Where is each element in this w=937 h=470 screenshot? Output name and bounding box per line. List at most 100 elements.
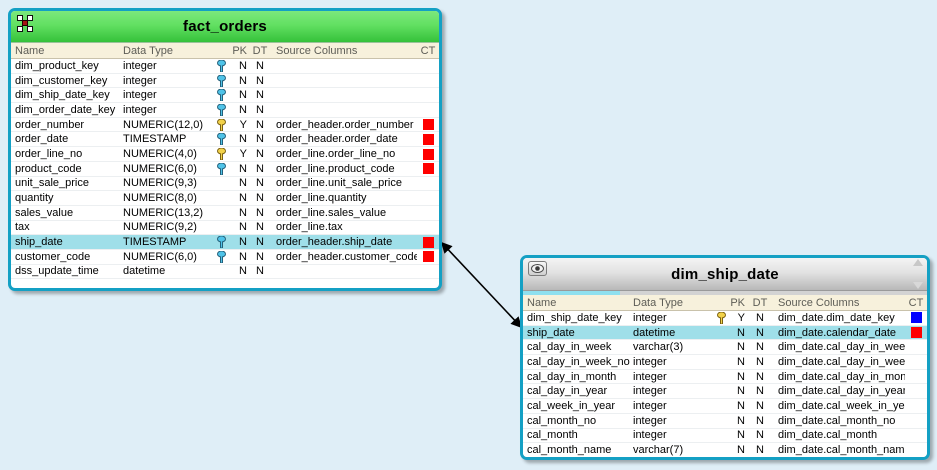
column-source: order_header.order_number [276,118,414,131]
column-name: dim_product_key [15,59,99,72]
column-dt: N [756,385,764,398]
column-data-type: datetime [633,326,676,339]
column-ct [417,133,439,145]
column-ct [417,236,439,248]
column-header-row: Name Data Type PK DT Source Columns CT [11,43,439,59]
column-source: dim_date.cal_month [778,429,878,442]
column-dt: N [256,192,264,205]
column-name: tax [15,221,30,234]
column-dt: N [756,429,764,442]
column-data-type: integer [633,429,667,442]
column-ct [417,163,439,175]
entity-dim-ship-date[interactable]: dim_ship_date Name Data Type PK DT Sourc… [520,255,930,460]
column-name: cal_day_in_month [527,370,617,383]
column-ct [417,251,439,263]
column-dt: N [256,133,264,146]
column-pk: N [239,206,247,219]
column-source: dim_date.dim_date_key [778,311,895,324]
header-ct: CT [908,296,924,309]
column-data-type: NUMERIC(9,2) [123,221,197,234]
foreign-key-icon [217,162,226,175]
column-pk: N [215,133,249,146]
column-pk: N [215,250,249,263]
ct-color-swatch [422,119,434,131]
column-source: dim_date.cal_day_in_week [778,341,905,354]
foreign-key-icon [217,89,226,102]
column-name: cal_week_in_year [527,399,616,412]
scroll-down-arrow[interactable] [913,282,923,289]
column-pk: Y [215,118,249,131]
column-source: dim_date.cal_month_name [778,444,905,457]
column-source: dim_date.cal_day_in_week_no [778,355,905,368]
column-data-type: integer [123,74,157,87]
column-name: cal_day_in_week_no [527,355,630,368]
column-data-type: integer [633,399,667,412]
column-name: dim_ship_date_key [15,89,110,102]
column-name: order_line_no [15,147,83,160]
column-header-row: Name Data Type PK DT Source Columns CT [523,295,927,311]
column-data-type: NUMERIC(9,3) [123,177,197,190]
column-pk: N [239,265,247,278]
column-data-type: integer [123,59,157,72]
column-source: dim_date.cal_day_in_month [778,370,905,383]
column-source: order_header.order_date [276,133,398,146]
column-name: ship_date [15,236,63,249]
column-name: unit_sale_price [15,177,89,190]
entity-fact-orders[interactable]: fact_orders Name Data Type PK DT Source … [8,8,442,291]
column-source: dim_date.cal_month_no [778,414,896,427]
entity-titlebar-fact-orders[interactable]: fact_orders [11,11,439,43]
star-schema-icon [15,14,37,34]
column-dt: N [256,147,264,160]
column-pk: N [215,236,249,249]
entity-title: dim_ship_date [671,265,779,283]
column-data-type: integer [633,355,667,368]
ct-color-swatch [910,327,922,339]
column-source: order_line.product_code [276,162,395,175]
column-data-type: NUMERIC(13,2) [123,206,204,219]
entity-titlebar-dim-ship-date[interactable]: dim_ship_date [523,258,927,291]
column-data-type: NUMERIC(12,0) [123,118,204,131]
column-dt: N [756,399,764,412]
scroll-up-arrow[interactable] [913,259,923,266]
scroll-arrows[interactable] [911,259,925,289]
header-dt: DT [252,44,268,57]
column-ct [905,327,927,339]
column-pk: N [215,74,249,87]
header-source-columns: Source Columns [778,296,860,309]
column-data-type: TIMESTAMP [123,236,187,249]
column-pk: Y [215,147,249,160]
column-name: cal_month [527,429,578,442]
column-data-type: varchar(7) [633,444,684,457]
column-dt: N [256,89,264,102]
eye-icon[interactable] [528,261,547,276]
column-dt: N [756,444,764,457]
column-data-type: integer [633,370,667,383]
column-dt: N [256,103,264,116]
